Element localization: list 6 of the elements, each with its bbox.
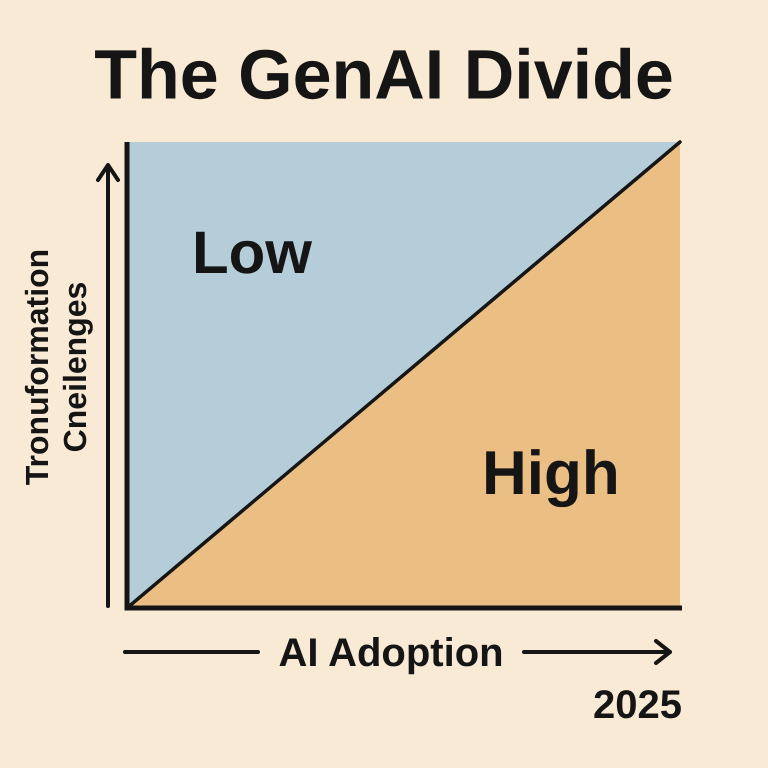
year-label: 2025 bbox=[593, 683, 682, 727]
title: The GenAI Divide bbox=[94, 36, 674, 114]
region-label: Low bbox=[192, 220, 312, 286]
region-label: High bbox=[482, 440, 620, 508]
y-axis-title: Tronuformation Cneilenges bbox=[18, 248, 94, 488]
x-axis-title: AI Adoption bbox=[278, 631, 504, 675]
